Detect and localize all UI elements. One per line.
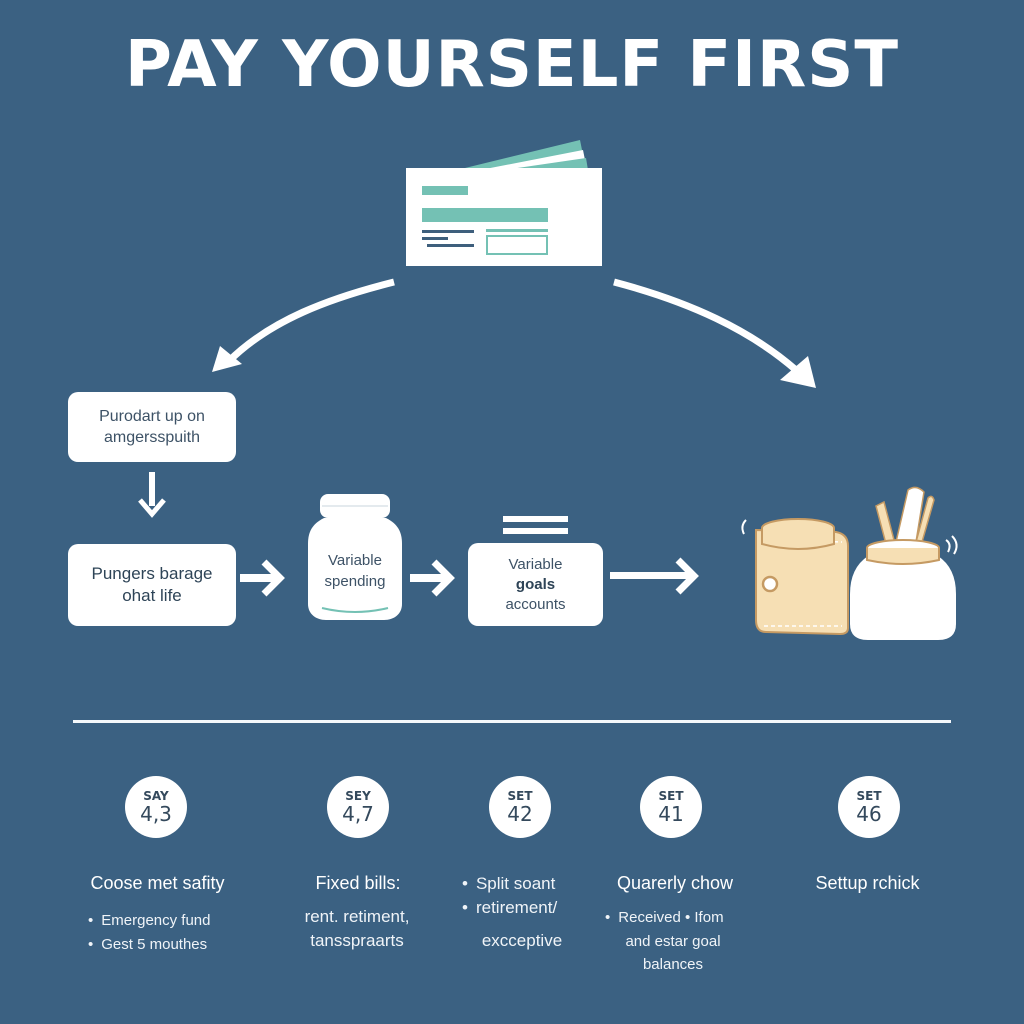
step-badge-label: SEY [345, 788, 371, 803]
section-divider [73, 720, 951, 723]
list-item: Received • Ifom [605, 906, 765, 930]
step-text-line: and estar goal [625, 933, 721, 950]
step-badge-2: SEY 4,7 [327, 776, 389, 838]
step-badge-number: 42 [507, 801, 533, 826]
step-text-line: balances [642, 956, 704, 973]
step-text-line: rent. retiment, [304, 907, 410, 926]
jar-label-line1: Variable [328, 552, 382, 569]
step-badge-label: SET [658, 788, 684, 803]
list-item: Split soant [462, 872, 612, 896]
step-bullets-3: Split soant retirement/ [462, 872, 612, 920]
jar-label-line2: spending [324, 573, 386, 590]
step-title-1: Coose met safity [90, 873, 225, 893]
list-item: retirement/ [462, 896, 612, 920]
step-title-5: Settup rchick [815, 873, 920, 893]
arrow-down-icon [136, 472, 168, 520]
flow-box-top-line1: Purodart up on [99, 408, 205, 425]
arrow-right-icon [410, 558, 458, 598]
arrow-right-long-icon [610, 556, 702, 596]
step-badge-label: SET [507, 788, 533, 803]
flow-box-goals-line1: Variable [508, 555, 563, 573]
flow-box-fixed: Pungers barage ohat life [68, 544, 236, 626]
step-badge-4: SET 41 [640, 776, 702, 838]
step-text-4: and estar goal balances [598, 930, 748, 976]
step-badge-5: SET 46 [838, 776, 900, 838]
step-badge-number: 4,7 [342, 801, 374, 826]
step-text-2: rent. retiment, tansspraarts [282, 905, 432, 953]
step-badge-label: SET [856, 788, 882, 803]
flow-box-fixed-line2: ohat life [122, 586, 182, 605]
flow-box-top: Purodart up on amgersspuith [68, 392, 236, 462]
flow-box-goals: Variable goals accounts [468, 543, 603, 626]
step-badge-1: SAY 4,3 [125, 776, 187, 838]
page-title: PAY YOURSELF FIRST [125, 28, 899, 102]
list-item: Gest 5 mouthes [88, 933, 268, 957]
flow-box-goals-line2: goals [515, 575, 556, 593]
step-badge-number: 41 [658, 801, 684, 826]
arrow-right-icon [240, 558, 288, 598]
step-bullets-1: Emergency fund Gest 5 mouthes [88, 909, 268, 957]
step-text-line: tansspraarts [310, 931, 404, 950]
list-item: Emergency fund [88, 909, 268, 933]
flow-box-goals-line3: accounts [505, 595, 566, 613]
paycheck-icon [400, 138, 610, 270]
curved-arrow-right [600, 270, 830, 400]
flow-box-fixed-line1: Pungers barage [91, 564, 213, 583]
step-title-4: Quarerly chow [616, 873, 734, 893]
savings-pot-icon [846, 484, 962, 644]
step-badge-label: SAY [143, 788, 169, 803]
wallet-icon [736, 510, 856, 640]
flow-box-top-line2: amgersspuith [103, 429, 201, 446]
step-title-2: Fixed bills: [315, 873, 401, 893]
equals-icon [503, 516, 568, 536]
curved-arrow-left [200, 270, 410, 390]
step-badge-number: 46 [856, 801, 882, 826]
jar-icon: Variable spending [306, 492, 404, 622]
step-bullets-4: Received • Ifom [605, 906, 765, 930]
step-text-3: excceptive [481, 931, 563, 950]
step-badge-3: SET 42 [489, 776, 551, 838]
step-badge-number: 4,3 [140, 801, 172, 826]
